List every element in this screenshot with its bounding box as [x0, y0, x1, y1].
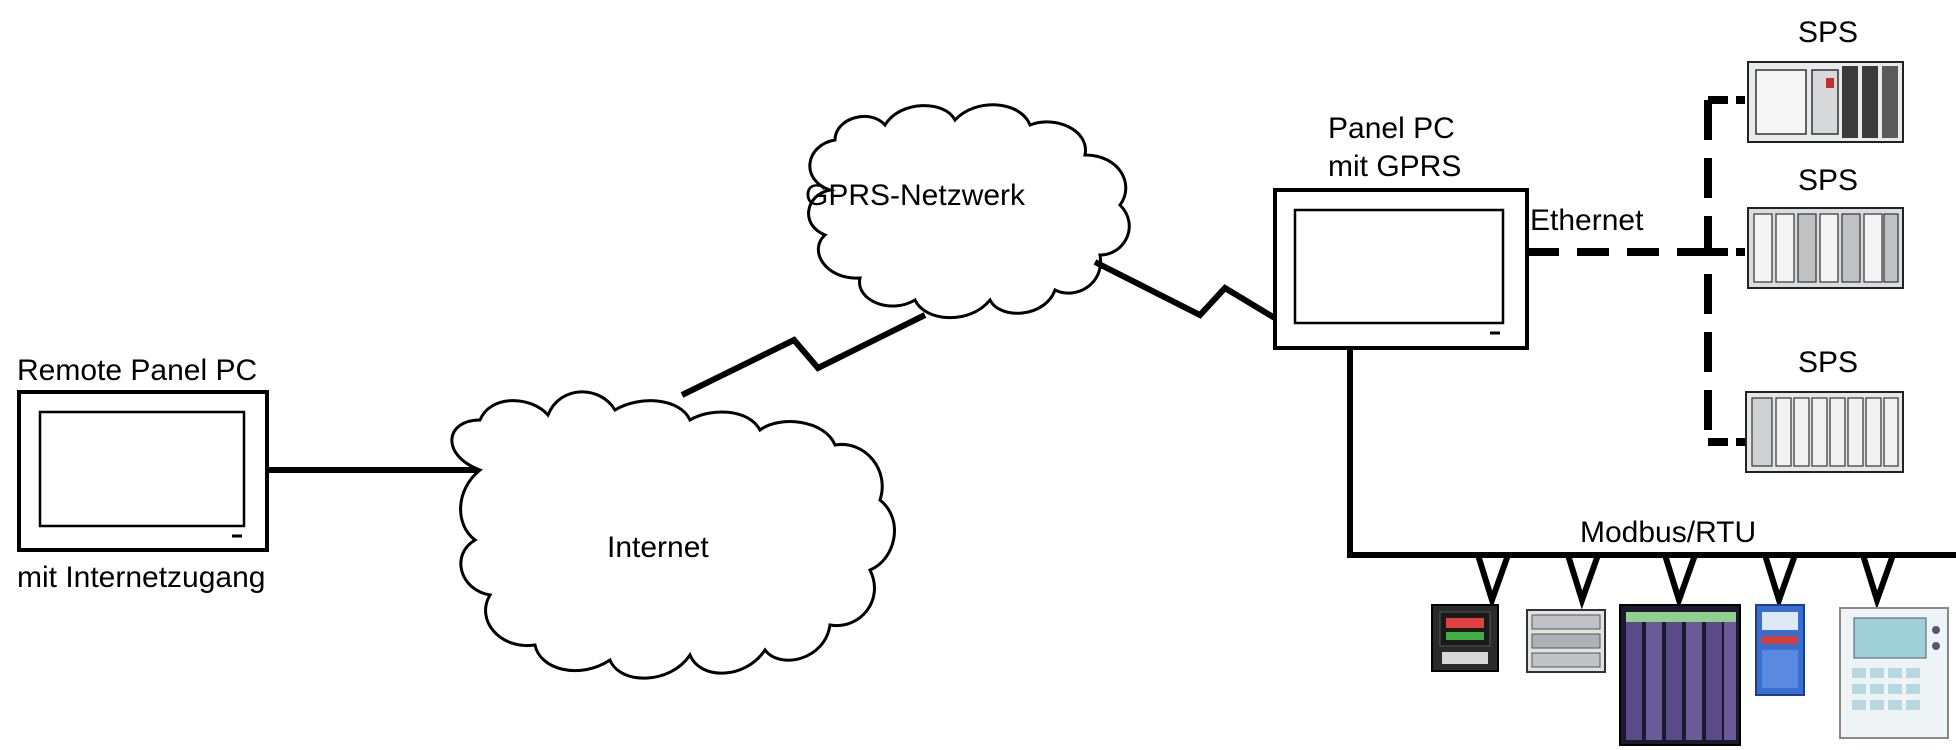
sps-label-1: SPS: [1798, 16, 1858, 49]
modbus-drops: [1475, 553, 1896, 610]
plc-icon: [1747, 207, 1904, 289]
modbus-bus: [1347, 350, 1956, 558]
field-device-icon: [1619, 604, 1741, 746]
remote-panel-pc-label: Remote Panel PC: [17, 354, 257, 387]
cloud-icon: [807, 103, 1131, 320]
field-device-icon: [1431, 604, 1499, 672]
panel-pc-gprs: [1273, 188, 1529, 350]
ethernet-label: Ethernet: [1530, 204, 1644, 237]
plc-icon: [1745, 391, 1904, 473]
plc-icon: [1747, 61, 1904, 143]
sps-label-2: SPS: [1798, 164, 1858, 197]
field-device-icon: [1839, 607, 1949, 739]
panel-pc-screen: [38, 410, 246, 528]
panel-pc-label-line1: Panel PC: [1328, 112, 1455, 145]
internet-gprs-link: [680, 312, 927, 398]
remote-panel-pc: [17, 390, 269, 552]
field-device-icon: [1526, 609, 1606, 673]
cloud-icon: [450, 390, 896, 680]
panel-pc-screen: [1293, 208, 1505, 325]
internet-access-label: mit Internetzugang: [17, 561, 265, 594]
panel-pc-label-line2: mit GPRS: [1328, 150, 1461, 183]
internet-label: Internet: [607, 531, 709, 564]
gprs-panelpc-link: [1093, 259, 1280, 323]
gprs-network-label: GPRS-Netzwerk: [805, 179, 1026, 212]
sps-label-3: SPS: [1798, 346, 1858, 379]
field-device-icon: [1755, 604, 1805, 696]
modbus-label: Modbus/RTU: [1580, 516, 1756, 549]
